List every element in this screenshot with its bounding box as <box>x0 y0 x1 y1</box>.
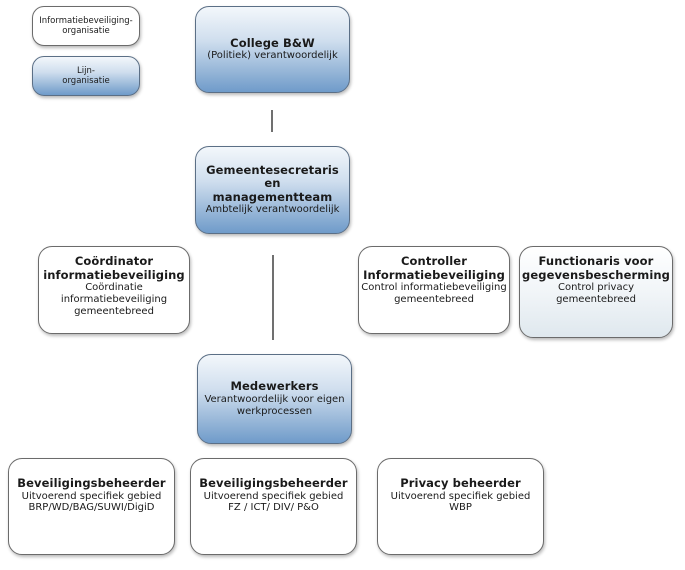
connector-line <box>272 255 274 340</box>
node-subtitle: Control informatiebeveiliging <box>361 282 507 294</box>
node-subtitle: Uitvoerend specifiek gebied <box>390 490 531 502</box>
node-title: Beveiligingsbeheerder <box>199 476 348 490</box>
node-subtitle: FZ / ICT/ DIV/ P&O <box>228 502 319 514</box>
node-subtitle: Uitvoerend specifiek gebied <box>21 490 162 502</box>
node-subtitle: gemeentebreed <box>74 305 154 317</box>
node-title: Coördinator <box>74 254 154 268</box>
legend-line-line1: Lijn- <box>77 65 95 76</box>
node-coordinator-informatiebeveiliging: Coördinator informatiebeveiliging Coördi… <box>38 246 190 334</box>
node-title: managementteam <box>212 189 333 204</box>
node-gemeentesecretaris: Gemeentesecretaris en managementteam Amb… <box>195 146 350 234</box>
node-title: Beveiligingsbeheerder <box>17 476 166 490</box>
node-subtitle: Verantwoordelijk voor eigen <box>204 393 345 405</box>
node-subtitle: Ambtelijk verantwoordelijk <box>205 204 340 216</box>
legend-infosec-line2: organisatie <box>62 26 110 36</box>
node-beveiligingsbeheerder-2: Beveiligingsbeheerder Uitvoerend specifi… <box>190 458 357 555</box>
legend-line-organisation: Lijn- organisatie <box>32 56 140 96</box>
node-beveiligingsbeheerder-1: Beveiligingsbeheerder Uitvoerend specifi… <box>8 458 175 555</box>
node-subtitle: gemeentebreed <box>394 293 474 305</box>
node-college-bw: College B&W (Politiek) verantwoordelijk <box>195 6 350 93</box>
node-title: Controller <box>401 254 467 268</box>
legend-line-line2: organisatie <box>62 76 110 86</box>
node-title: Functionaris voor <box>538 254 654 268</box>
connector-line <box>271 110 273 132</box>
node-title: gegevensbescherming <box>522 267 670 282</box>
node-subtitle: werkprocessen <box>236 405 313 417</box>
legend-infosec-organisation: Informatiebeveiliging- organisatie <box>32 6 140 46</box>
node-title: Gemeentesecretaris en <box>206 162 339 191</box>
legend-infosec-line1: Informatiebeveiliging- <box>39 15 133 26</box>
node-title: Informatiebeveiliging <box>363 267 505 282</box>
node-privacy-beheerder: Privacy beheerder Uitvoerend specifiek g… <box>377 458 544 555</box>
node-functionaris-gegevensbescherming: Functionaris voor gegevensbescherming Co… <box>519 246 673 338</box>
node-subtitle: BRP/WD/BAG/SUWI/DigiD <box>28 502 155 514</box>
node-subtitle: (Politiek) verantwoordelijk <box>207 50 338 62</box>
node-title: Medewerkers <box>230 379 319 394</box>
node-subtitle: WBP <box>449 502 472 514</box>
node-subtitle: informatiebeveiliging <box>60 293 168 305</box>
node-medewerkers: Medewerkers Verantwoordelijk voor eigen … <box>197 354 352 444</box>
node-subtitle: Uitvoerend specifiek gebied <box>203 490 344 502</box>
node-title: College B&W <box>230 35 315 50</box>
node-title: Privacy beheerder <box>400 476 521 490</box>
node-controller-informatiebeveiliging: Controller Informatiebeveiliging Control… <box>358 246 510 334</box>
node-title: informatiebeveiliging <box>43 267 185 282</box>
node-subtitle: Coördinatie <box>85 282 143 294</box>
node-subtitle: Control privacy <box>557 282 635 294</box>
node-subtitle: gemeentebreed <box>556 293 636 305</box>
